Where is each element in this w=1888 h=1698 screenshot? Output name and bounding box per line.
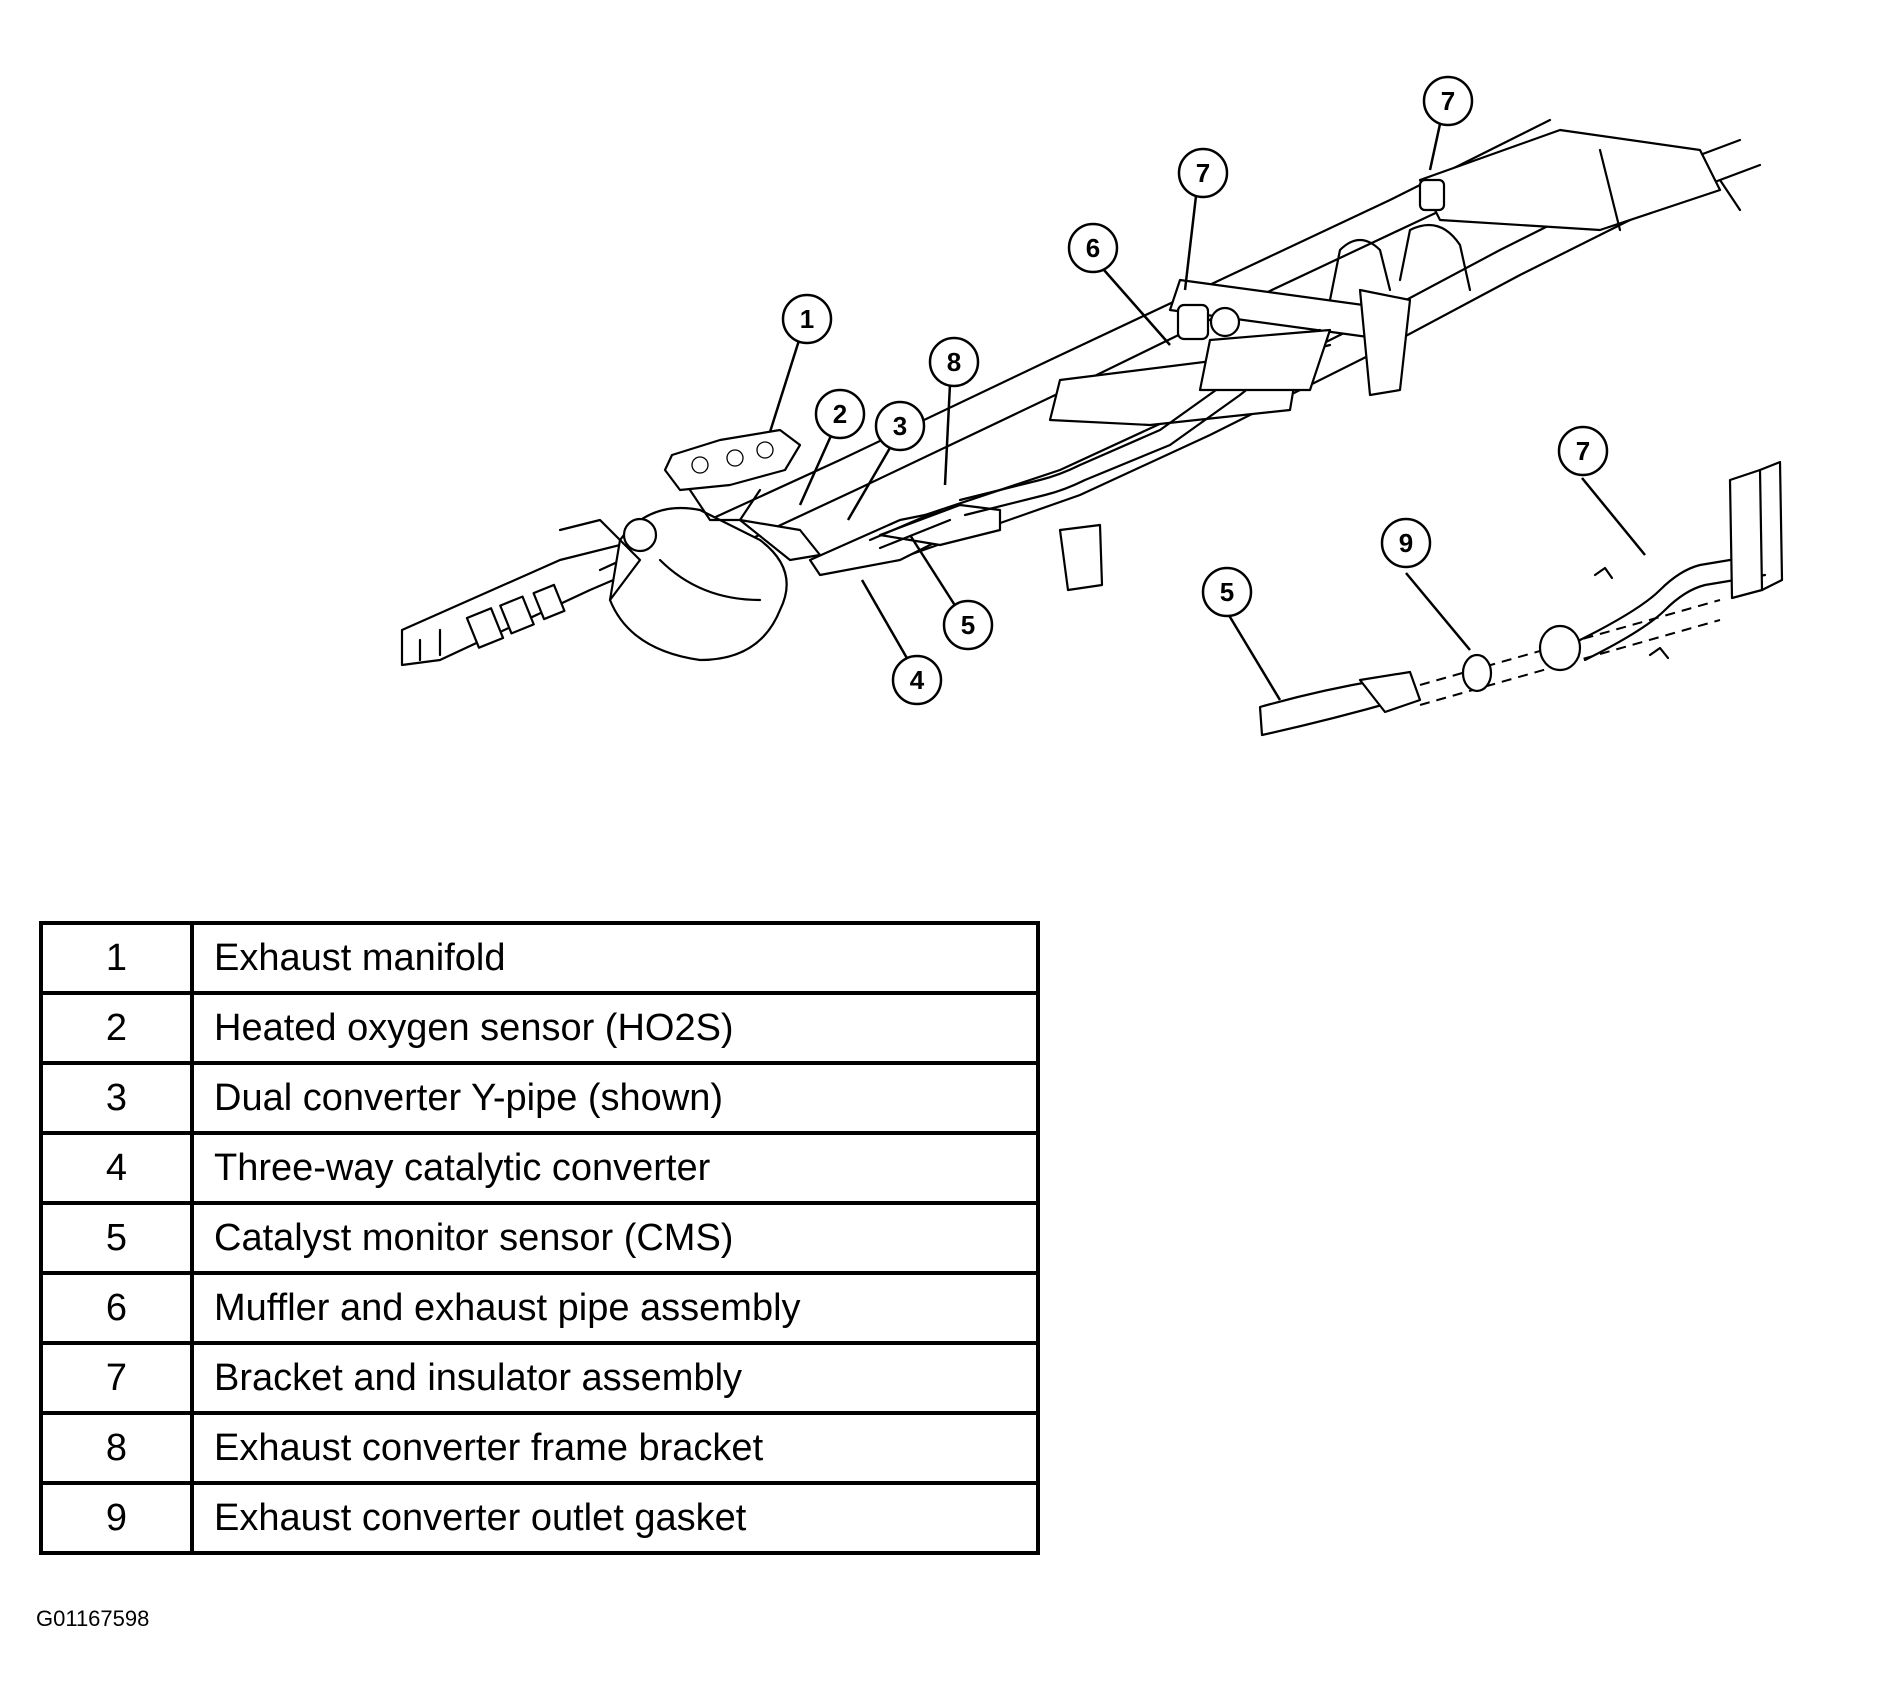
- callout-4: 4: [891, 654, 943, 706]
- svg-text:5: 5: [961, 610, 975, 640]
- legend-description: Dual converter Y-pipe (shown): [190, 1061, 1040, 1135]
- legend-description: Exhaust manifold: [190, 921, 1040, 995]
- legend-description: Exhaust converter outlet gasket: [190, 1481, 1040, 1555]
- legend-number: 4: [39, 1131, 194, 1205]
- svg-text:9: 9: [1399, 528, 1413, 558]
- callout-9: 9: [1380, 517, 1432, 569]
- table-row: 5 Catalyst monitor sensor (CMS): [39, 1201, 1040, 1275]
- legend-description: Bracket and insulator assembly: [190, 1341, 1040, 1415]
- legend-number: 2: [39, 991, 194, 1065]
- bracket-insulators: [1176, 178, 1446, 341]
- callout-2: 2: [814, 388, 866, 440]
- callout-7-exploded: 7: [1557, 425, 1609, 477]
- callout-5-exploded: 5: [1201, 566, 1253, 618]
- callout-8: 8: [928, 336, 980, 388]
- table-row: 3 Dual converter Y-pipe (shown): [39, 1061, 1040, 1135]
- table-row: 2 Heated oxygen sensor (HO2S): [39, 991, 1040, 1065]
- svg-text:1: 1: [800, 304, 814, 334]
- callout-1: 1: [781, 293, 833, 345]
- legend-number: 3: [39, 1061, 194, 1135]
- exploded-rear-view: [1258, 460, 1784, 737]
- svg-text:4: 4: [910, 665, 925, 695]
- table-row: 9 Exhaust converter outlet gasket: [39, 1481, 1040, 1555]
- svg-text:5: 5: [1220, 577, 1234, 607]
- svg-text:8: 8: [947, 347, 961, 377]
- callout-5: 5: [942, 599, 994, 651]
- callout-7-rear: 7: [1422, 75, 1474, 127]
- legend-description: Muffler and exhaust pipe assembly: [190, 1271, 1040, 1345]
- table-row: 1 Exhaust manifold: [39, 921, 1040, 995]
- leader-lines: [768, 123, 1646, 701]
- exhaust-system-illustration: 1 2 3 4 5 6 7 7 7 8 9 5: [0, 0, 1888, 800]
- table-row: 8 Exhaust converter frame bracket: [39, 1411, 1040, 1485]
- parts-legend-table: 1 Exhaust manifold 2 Heated oxygen senso…: [39, 921, 1040, 1555]
- exhaust-manifold: [663, 428, 802, 522]
- figure-id: G01167598: [36, 1606, 150, 1631]
- legend-description: Three-way catalytic converter: [190, 1131, 1040, 1205]
- svg-text:3: 3: [893, 411, 907, 441]
- svg-text:7: 7: [1196, 158, 1210, 188]
- legend-number: 8: [39, 1411, 194, 1485]
- svg-text:7: 7: [1441, 86, 1455, 116]
- legend-number: 7: [39, 1341, 194, 1415]
- svg-text:7: 7: [1576, 436, 1590, 466]
- table-row: 6 Muffler and exhaust pipe assembly: [39, 1271, 1040, 1345]
- chassis-frame: [400, 118, 1762, 667]
- callout-6: 6: [1067, 222, 1119, 274]
- legend-number: 6: [39, 1271, 194, 1345]
- svg-text:2: 2: [833, 399, 847, 429]
- legend-description: Heated oxygen sensor (HO2S): [190, 991, 1040, 1065]
- legend-description: Catalyst monitor sensor (CMS): [190, 1201, 1040, 1275]
- callout-3: 3: [874, 400, 926, 452]
- table-row: 4 Three-way catalytic converter: [39, 1131, 1040, 1205]
- muffler-pipe: [958, 223, 1472, 517]
- legend-number: 1: [39, 921, 194, 995]
- legend-number: 9: [39, 1481, 194, 1555]
- svg-text:6: 6: [1086, 233, 1100, 263]
- legend-number: 5: [39, 1201, 194, 1275]
- legend-description: Exhaust converter frame bracket: [190, 1411, 1040, 1485]
- table-row: 7 Bracket and insulator assembly: [39, 1341, 1040, 1415]
- callout-7-front: 7: [1177, 147, 1229, 199]
